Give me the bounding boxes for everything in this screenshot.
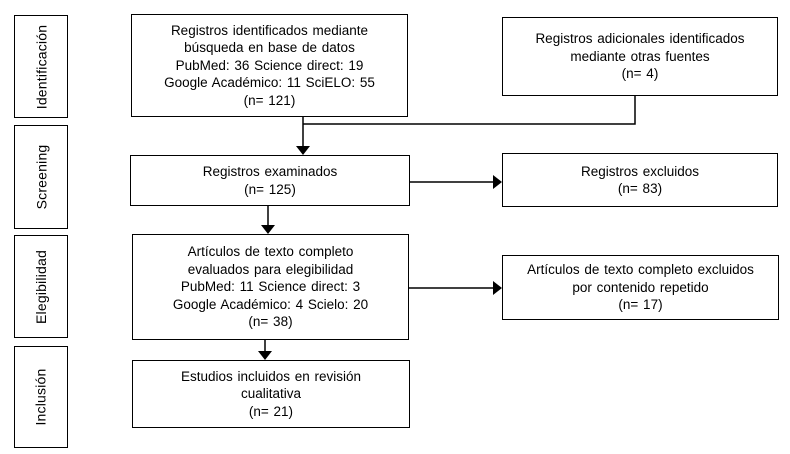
box-records-examined-text: Registros examinados (n= 125) [202,164,338,197]
stage-label-screening: Screening [33,144,49,210]
box-fulltext-assessed: Artículos de texto completo evaluados pa… [132,234,409,340]
arrowhead-down-icon [258,351,272,360]
box-studies-included-qualitative-text: Estudios incluidos en revisión cualitati… [180,368,362,419]
stage-box-inclusion: Inclusión [14,346,68,448]
stage-box-identificacion: Identificación [14,15,68,118]
stage-box-elegibilidad: Elegibilidad [14,235,68,338]
connector-database-to-examined [296,117,310,155]
stage-label-inclusion: Inclusión [33,368,49,426]
connector-fulltext-to-fulltext-excluded [408,281,502,295]
stage-label-elegibilidad: Elegibilidad [33,249,50,324]
box-records-excluded: Registros excluidos (n= 83) [502,153,778,207]
connector-examined-to-excluded [410,175,502,189]
box-records-examined: Registros examinados (n= 125) [130,155,410,206]
box-fulltext-excluded: Artículos de texto completo excluidos po… [502,255,779,320]
box-fulltext-excluded-text: Artículos de texto completo excluidos po… [527,262,754,313]
arrowhead-down-icon [261,225,275,234]
box-records-identified-database: Registros identificados mediante búsqued… [131,14,408,117]
box-records-identified-database-text: Registros identificados mediante búsqued… [164,22,375,108]
arrowhead-down-icon [296,146,310,155]
box-studies-included-qualitative: Estudios incluidos en revisión cualitati… [132,360,410,428]
arrowhead-right-icon [493,281,502,295]
box-additional-records-other-sources: Registros adicionales identificados medi… [502,17,778,96]
arrowhead-right-icon [493,175,502,189]
stage-label-identificacion: Identificación [33,24,49,109]
box-records-excluded-text: Registros excluidos (n= 83) [580,163,700,196]
connector-fulltext-to-included [258,340,272,360]
connector-examined-to-fulltext [261,206,275,234]
stage-box-screening: Screening [14,125,68,229]
box-fulltext-assessed-text: Artículos de texto completo evaluados pa… [172,244,369,330]
box-additional-records-other-sources-text: Registros adicionales identificados medi… [535,31,745,82]
